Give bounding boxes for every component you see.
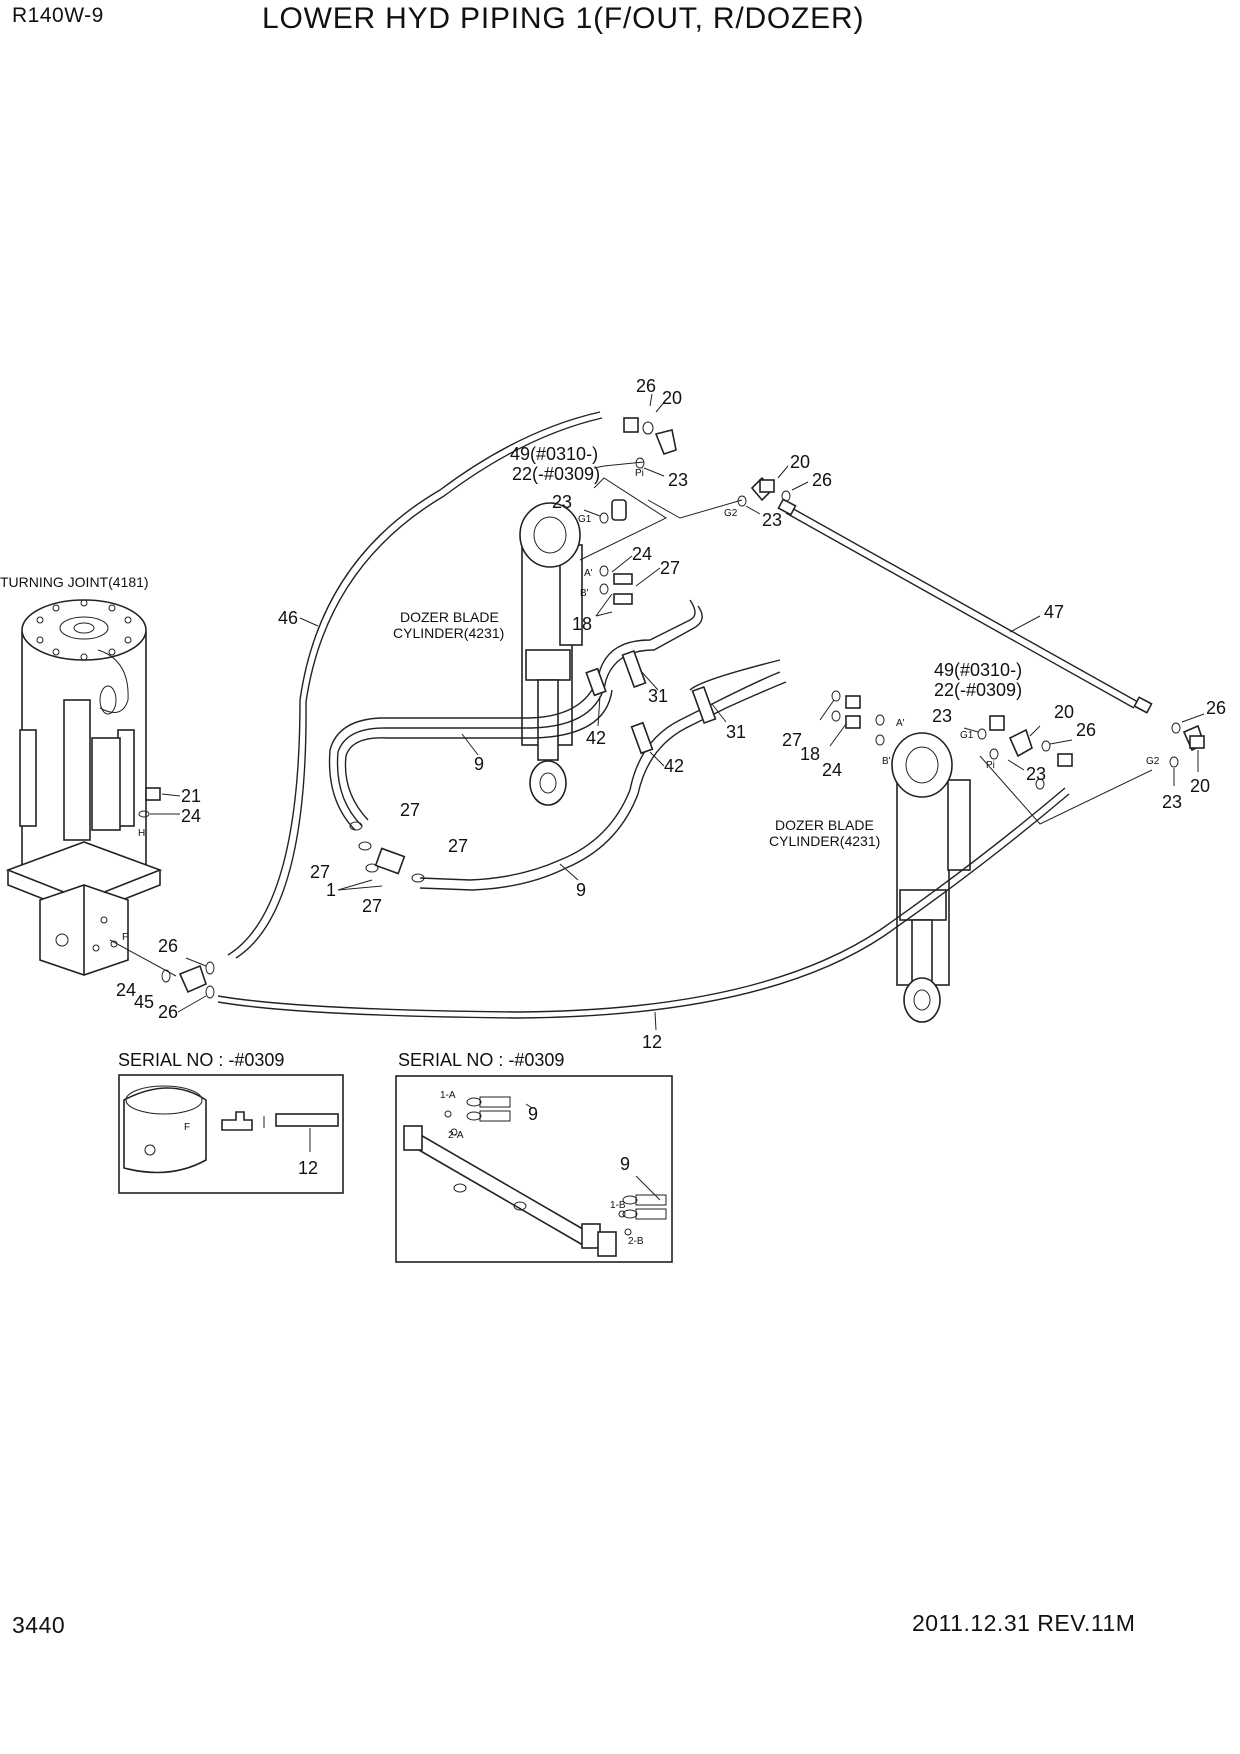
clamps-right: 42 31 xyxy=(630,685,746,776)
port-pi-right: Pi xyxy=(986,760,995,771)
serial-note-right: SERIAL NO : -#0309 xyxy=(398,1050,564,1070)
callout-20a: 20 xyxy=(662,388,682,408)
dozer-cylinder-left-label-2: CYLINDER(4231) xyxy=(393,625,504,641)
dozer-cylinder-left: DOZER BLADE CYLINDER(4231) xyxy=(393,502,583,806)
callout-27d: 27 xyxy=(362,896,382,916)
port-a-right: A' xyxy=(896,718,905,729)
dozer-cylinder-right-label-2: CYLINDER(4231) xyxy=(769,833,880,849)
callout-12b: 12 xyxy=(298,1158,318,1178)
callout-21: 21 xyxy=(181,786,201,806)
page-number: 3440 xyxy=(12,1612,66,1638)
callout-9c: 9 xyxy=(528,1104,538,1124)
callout-23f: 23 xyxy=(1162,792,1182,812)
page-title: LOWER HYD PIPING 1(F/OUT, R/DOZER) xyxy=(262,2,865,35)
callout-42b: 42 xyxy=(664,756,684,776)
inset-port-1b: 1-B xyxy=(610,1200,626,1211)
clamps-left: 42 31 xyxy=(585,649,668,748)
right-cylinder-fittings: 27 18 24 49(#0310-) 22(-#0309) 23 20 26 … xyxy=(782,660,1160,825)
dozer-cylinder-right-label-1: DOZER BLADE xyxy=(775,817,874,833)
callout-31a: 31 xyxy=(648,686,668,706)
port-a-left: A' xyxy=(584,568,593,579)
pipe-9-lower: 9 xyxy=(419,659,787,900)
callout-24c: 24 xyxy=(822,760,842,780)
port-b-left: B' xyxy=(580,588,589,599)
left-cylinder-fittings: 26 20 23 23 49(#0310-) 22(-#0309) 24 27 … xyxy=(510,376,738,634)
callout-27a: 27 xyxy=(400,800,420,820)
callout-23e: 23 xyxy=(1026,764,1046,784)
callout-26d: 26 xyxy=(1206,698,1226,718)
callout-45: 45 xyxy=(134,992,154,1012)
port-b-right: B' xyxy=(882,756,891,767)
port-f-label: F xyxy=(122,932,128,943)
fitting-21-24: 21 24 xyxy=(138,786,201,826)
callout-27f: 27 xyxy=(782,730,802,750)
serial-note-left: SERIAL NO : -#0309 xyxy=(118,1050,284,1070)
port-g1-right: G1 xyxy=(960,730,974,741)
port-g2-left: G2 xyxy=(724,508,738,519)
callout-20b: 20 xyxy=(790,452,810,472)
dozer-cylinder-left-label-1: DOZER BLADE xyxy=(400,609,499,625)
inset-port-1a: 1-A xyxy=(440,1090,456,1101)
hose-46: 46 xyxy=(227,411,603,959)
callout-22-left: 22(-#0309) xyxy=(512,464,600,484)
hose-12: 12 xyxy=(217,787,1070,1052)
port-f-inset: F xyxy=(184,1122,190,1133)
turning-joint-label: TURNING JOINT(4181) xyxy=(0,574,149,590)
callout-9d: 9 xyxy=(620,1154,630,1174)
fitting-g2-right: 26 20 23 xyxy=(1162,698,1226,812)
fitting-g2-left: 20 26 23 xyxy=(647,452,832,530)
callout-26e: 26 xyxy=(158,936,178,956)
callout-23b: 23 xyxy=(552,492,572,512)
callout-12a: 12 xyxy=(642,1032,662,1052)
port-g2-right: G2 xyxy=(1146,756,1160,767)
callout-26b: 26 xyxy=(812,470,832,490)
pipe-9-upper: 9 xyxy=(328,599,703,831)
callout-18a: 18 xyxy=(572,614,592,634)
callout-42a: 42 xyxy=(586,728,606,748)
inset-port-2b: 2-B xyxy=(628,1236,644,1247)
callout-24b: 24 xyxy=(181,806,201,826)
callout-20d: 20 xyxy=(1190,776,1210,796)
callout-26f: 26 xyxy=(158,1002,178,1022)
model-code: R140W-9 xyxy=(12,4,104,27)
callout-23d: 23 xyxy=(932,706,952,726)
inset-serial-right: SERIAL NO : -#0309 9 9 1-A 2-A 1-B 2-B xyxy=(395,1050,673,1263)
callout-26a: 26 xyxy=(636,376,656,396)
callout-47: 47 xyxy=(1044,602,1064,622)
callout-20c: 20 xyxy=(1054,702,1074,722)
callout-27e: 27 xyxy=(660,558,680,578)
callout-22-right: 22(-#0309) xyxy=(934,680,1022,700)
hose-47: 47 xyxy=(777,498,1153,714)
callout-1: 1 xyxy=(326,880,336,900)
callout-9a: 9 xyxy=(474,754,484,774)
turning-joint: TURNING JOINT(4181) H F xyxy=(0,574,163,976)
revision-date: 2011.12.31 REV.11M xyxy=(912,1610,1136,1636)
port-g1-left: G1 xyxy=(578,514,592,525)
callout-49-left: 49(#0310-) xyxy=(510,444,598,464)
callout-46: 46 xyxy=(278,608,298,628)
callout-24a: 24 xyxy=(632,544,652,564)
callout-24d: 24 xyxy=(116,980,136,1000)
port-pi-left: Pi xyxy=(635,468,644,479)
callout-49-right: 49(#0310-) xyxy=(934,660,1022,680)
callout-27c: 27 xyxy=(448,836,468,856)
fittings-bottom-left: 26 24 45 26 xyxy=(109,936,215,1022)
inset-serial-left: SERIAL NO : -#0309 12 F xyxy=(118,1050,344,1194)
block-1: 1 27 27 27 27 xyxy=(310,800,468,916)
callout-23c: 23 xyxy=(762,510,782,530)
callout-23a: 23 xyxy=(668,470,688,490)
port-h-label: H xyxy=(138,828,145,839)
callout-26c: 26 xyxy=(1076,720,1096,740)
inset-port-2a: 2-A xyxy=(448,1130,464,1141)
dozer-cylinder-right: DOZER BLADE CYLINDER(4231) xyxy=(769,732,971,1023)
callout-9b: 9 xyxy=(576,880,586,900)
callout-18b: 18 xyxy=(800,744,820,764)
callout-27b: 27 xyxy=(310,862,330,882)
callout-31b: 31 xyxy=(726,722,746,742)
